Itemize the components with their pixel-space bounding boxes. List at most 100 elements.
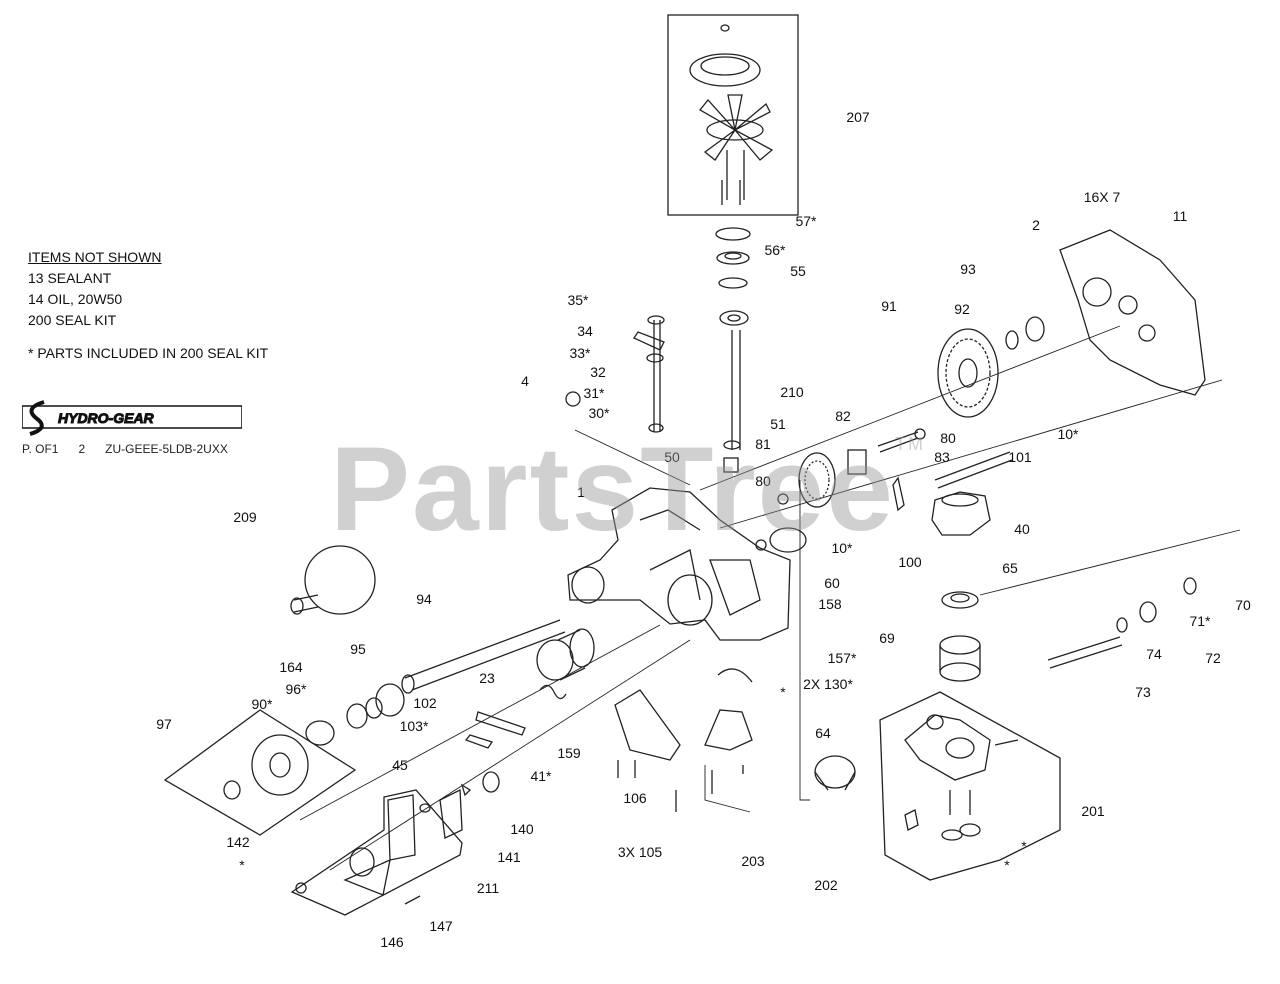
callout-c80a: 80 [940,430,956,446]
input-shaft-part [731,330,741,450]
cylinder-block-part [939,635,981,682]
hydro-gear-logo: HYDRO-GEAR [22,400,242,436]
ring-part-55 [718,277,748,289]
callout-c93: 93 [960,261,976,277]
callout-c97: 97 [156,716,172,732]
shaft-part-73 [1047,636,1123,669]
callout-c41: 41* [530,768,552,784]
pump-group-frame [879,691,1061,881]
callout-c65: 65 [1002,560,1018,576]
filter-part-23 [536,628,595,681]
callout-c140: 140 [510,821,534,837]
callout-c91: 91 [881,298,897,314]
main-housing-part [567,487,791,641]
legend-item: 13 SEALANT [28,270,112,286]
callout-c147: 147 [429,918,453,934]
legend-item: 200 SEAL KIT [28,312,117,328]
callout-c211: 211 [477,880,500,896]
callout-c11: 11 [1173,208,1188,224]
callout-c210: 210 [780,384,804,400]
callout-cstar2: * [1021,838,1027,854]
callout-c71: 71* [1189,613,1211,629]
gear-part-81 [798,452,836,508]
logo-text: HYDRO-GEAR [58,410,155,426]
side-cover-part [1059,229,1206,396]
callout-c158: 158 [818,596,842,612]
gear-part-91 [937,328,999,418]
callout-cstar3: * [1004,857,1010,873]
callout-c55: 55 [790,263,806,279]
fan-pulley-group-frame [667,14,799,216]
callout-c31: 31* [583,385,605,401]
pump-housing-part [904,714,991,781]
callout-c81: 81 [755,436,771,452]
callout-c72: 72 [1205,650,1221,666]
callout-c95: 95 [350,641,366,657]
callout-c34: 34 [577,323,593,339]
legend-item: 14 OIL, 20W50 [28,291,123,307]
callout-c94: 94 [416,591,432,607]
callout-c57: 57* [795,213,817,229]
callout-c130: 2X 130* [803,676,853,692]
center-section-part [931,491,991,536]
callout-c141: 141 [497,849,521,865]
axle-part-94 [404,619,566,691]
callout-c50: 50 [664,449,680,465]
callout-c92: 92 [954,301,970,317]
hub-part-97 [223,734,309,800]
hub-group-frame [163,709,357,836]
callout-c10a: 10* [1057,426,1079,442]
callout-c80b: 80 [755,473,771,489]
callout-c64: 64 [815,725,831,741]
bracket-group-211 [290,789,463,916]
callout-c101: 101 [1008,449,1032,465]
legend-header: ITEMS NOT SHOWN [28,249,162,265]
callout-c69: 69 [879,630,895,646]
callout-cstar1: * [780,684,786,700]
callout-c106: 106 [623,790,647,806]
callout-c96: 96* [285,681,307,697]
bearing-part [719,310,749,326]
fan-part [699,94,774,161]
callout-c32: 32 [590,364,606,380]
callout-c157: 157* [828,650,857,666]
callout-c202: 202 [814,877,838,893]
seal-part-57 [715,227,751,241]
callout-c146: 146 [380,934,404,950]
callout-c203: 203 [741,853,765,869]
callout-c164: 164 [279,659,303,675]
callout-c82: 82 [835,408,851,424]
callout-c105: 3X 105 [618,844,663,860]
callout-c45: 45 [392,757,408,773]
callout-c73: 73 [1135,684,1151,700]
bracket-part-106 [614,689,681,761]
callout-c142: 142 [226,834,250,850]
callout-cstar4: * [239,857,245,873]
callout-c56: 56* [764,242,786,258]
flange-part-209 [290,545,376,615]
callout-c51: 51 [770,416,786,432]
page-number: 2 [78,442,86,456]
callout-c60: 60 [824,575,840,591]
callout-c23: 23 [479,670,495,686]
shaft-part-101 [934,451,1013,489]
part-meta: P. OF1 2 ZU-GEEE-5LDB-2UXX [22,442,302,456]
callout-c1: 1 [577,484,585,500]
partstree-watermark: PartsTreeTM [330,420,925,558]
callout-c102: 102 [413,695,437,711]
callout-c70: 70 [1235,597,1251,613]
callout-c4: 4 [521,373,529,389]
watermark-tm: TM [895,434,926,454]
callout-c207: 207 [846,109,870,125]
piston-block-part [814,755,856,791]
callout-c10b: 10* [831,540,853,556]
callout-c90: 90* [251,696,273,712]
callout-c201: 201 [1081,803,1105,819]
callout-c103: 103* [400,718,429,734]
seal-part-56 [716,251,750,265]
seal-kit-note: * PARTS INCLUDED IN 200 SEAL KIT [28,345,269,361]
model-number: ZU-GEEE-5LDB-2UXX [105,442,228,456]
callout-c16x7: 16X 7 [1084,189,1121,205]
